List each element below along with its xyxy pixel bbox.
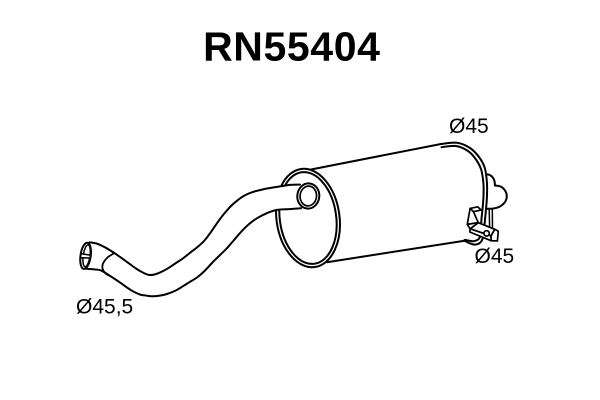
svg-text:Ø45: Ø45 <box>475 245 515 268</box>
svg-text:Ø45: Ø45 <box>449 115 489 138</box>
svg-text:Ø45,5: Ø45,5 <box>76 296 133 319</box>
svg-text:RN55404: RN55404 <box>203 23 380 69</box>
